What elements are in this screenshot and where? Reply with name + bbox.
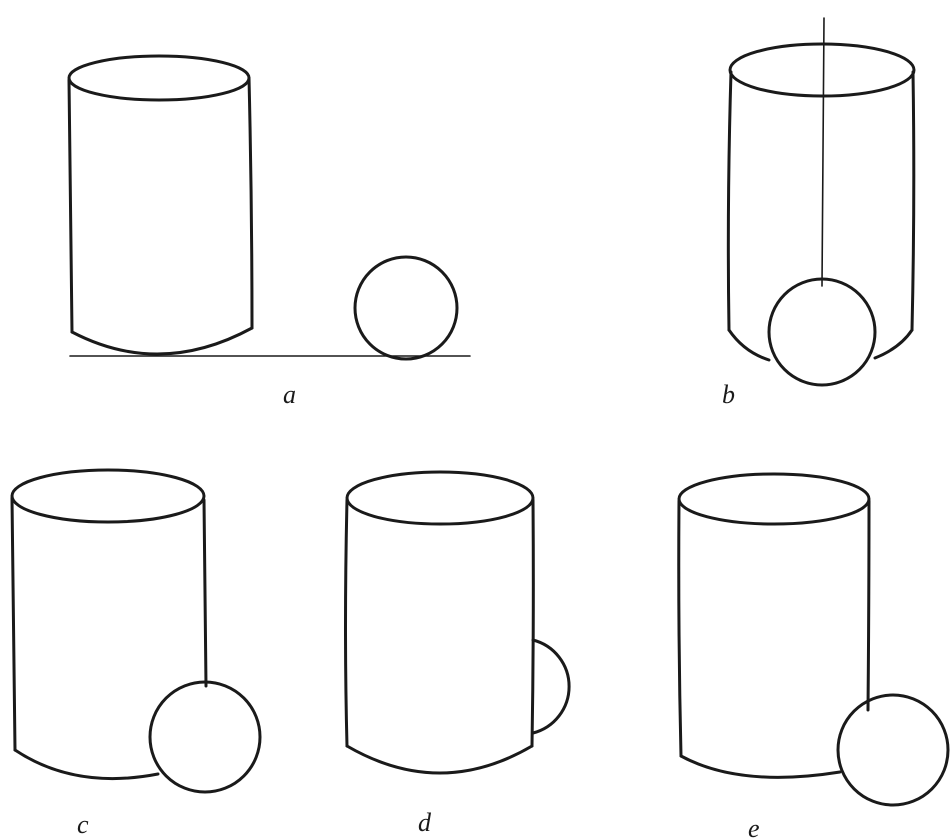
panel-c-cylinder-left-edge [10, 496, 17, 752]
panel-c-label: c [77, 810, 89, 839]
panel-b-cylinder-base-left [727, 328, 771, 362]
panel-b-suspension-line [821, 17, 825, 287]
panel-c-sphere [148, 680, 262, 794]
panel-a-label: a [283, 380, 296, 409]
panel-a-cylinder-base [70, 326, 254, 356]
panel-c-cylinder-base [13, 748, 160, 781]
panel-b-sphere [767, 277, 877, 387]
panel-d-cylinder-base [345, 744, 534, 775]
panel-e-sphere [836, 693, 950, 807]
panel-c: c [10, 468, 262, 839]
panel-c-cylinder-right-edge [202, 498, 208, 688]
panel-d: d [344, 470, 571, 837]
panel-b-cylinder-right-edge [910, 70, 916, 332]
panel-d-sphere-visible-arc [531, 638, 571, 735]
panel-d-cylinder-right-edge [530, 498, 535, 748]
panel-e-cylinder-base [679, 754, 842, 779]
panel-d-label: d [418, 808, 432, 837]
panel-c-cylinder-top [10, 468, 206, 524]
panel-a-sphere [353, 255, 459, 361]
panel-d-cylinder-left-edge [344, 498, 349, 748]
panel-a-cylinder-top [67, 54, 251, 102]
panel-b-label: b [722, 380, 735, 409]
panel-e-label: e [748, 814, 760, 840]
panel-b: b [722, 17, 916, 409]
panel-e-cylinder-left-edge [677, 499, 683, 758]
panel-b-cylinder-left-edge [726, 70, 733, 332]
panel-e-cylinder-right-edge [866, 499, 871, 712]
panel-a-cylinder-left-edge [67, 78, 74, 334]
panel-d-cylinder-top [345, 470, 535, 526]
panel-b-cylinder-base-right [873, 328, 914, 360]
panel-a-cylinder-right-edge [247, 76, 254, 330]
panel-b-cylinder-top [728, 42, 916, 98]
panel-a: a [67, 54, 471, 409]
panel-e-cylinder-top [677, 472, 871, 526]
panel-e: e [677, 472, 950, 840]
